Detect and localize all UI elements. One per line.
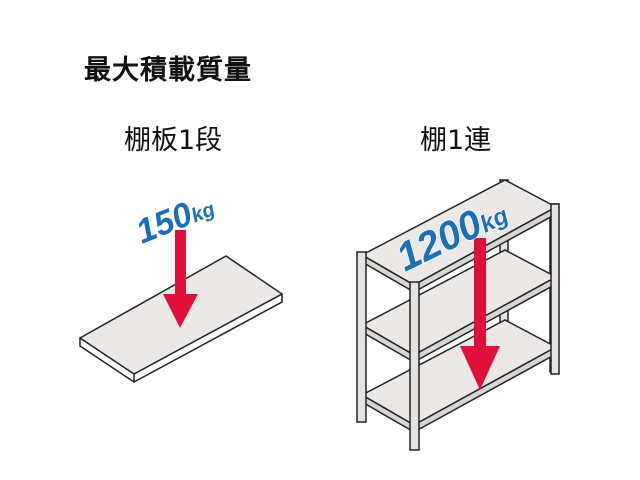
shelf-unit-illustration — [356, 179, 560, 451]
shelf-unit-label: 棚1連 — [420, 125, 492, 156]
down-arrow-icon — [163, 230, 198, 328]
shelf-board-label: 棚板1段 — [124, 125, 223, 156]
max-load-heading: 最大積載質量 — [84, 55, 252, 86]
down-arrow-icon — [460, 238, 500, 390]
